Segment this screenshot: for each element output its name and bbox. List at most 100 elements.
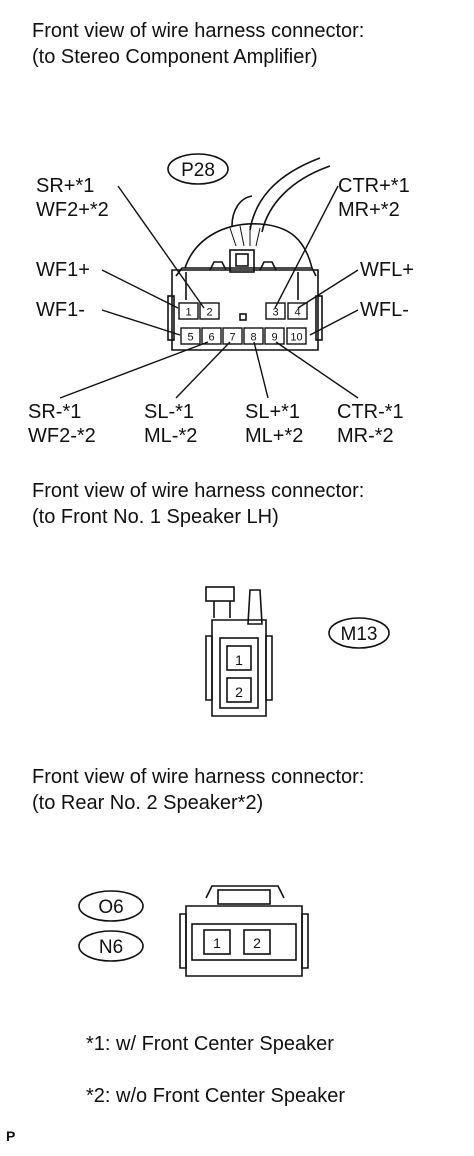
label-wfl-plus: WFL+ — [360, 259, 414, 281]
m13-side-right — [265, 635, 273, 701]
p28-pin-label: 4 — [294, 307, 300, 319]
label-ml-minus: ML-*2 — [144, 425, 198, 447]
p28-cell-1 — [178, 302, 199, 320]
leader-sl-plus — [253, 341, 269, 399]
label-ctr-plus: CTR+*1 — [338, 175, 410, 197]
p28-wire-loop — [184, 223, 313, 269]
m13-lock-tab — [205, 586, 235, 602]
note-2: *2: w/o Front Center Speaker — [86, 1085, 346, 1107]
label-ctr-minus: CTR-*1 — [337, 401, 404, 423]
p28-wire-strands — [229, 225, 261, 247]
connector-p28 — [167, 153, 331, 351]
section2-heading-line2: (to Front No. 1 Speaker LH) — [32, 506, 279, 528]
leader-wfl-minus — [309, 309, 359, 336]
leader-sr-plus — [117, 185, 205, 309]
leader-ctr-minus — [275, 341, 359, 399]
label-wfl-minus: WFL- — [360, 299, 409, 321]
p28-side-tab-left — [167, 295, 175, 341]
leader-wf1-plus — [101, 269, 179, 309]
o6-cell-2 — [243, 929, 271, 955]
o6-id: O6 — [98, 897, 123, 918]
p28-housing — [171, 269, 319, 351]
label-wf2-minus: WF2-*2 — [28, 425, 96, 447]
p28-cell-2 — [199, 302, 220, 320]
section1-heading-line1: Front view of wire harness connector: — [32, 20, 365, 42]
section3-heading-line2: (to Rear No. 2 Speaker*2) — [32, 792, 264, 814]
p28-cell-7 — [222, 327, 243, 345]
p28-key — [209, 261, 227, 271]
o6-face — [191, 923, 297, 961]
label-mr-plus: MR+*2 — [338, 199, 400, 221]
p28-pin-label: 8 — [250, 332, 256, 344]
p28-terminal-grid: 1 2 3 4 5 6 7 8 9 10 — [178, 302, 308, 345]
section1-heading-line2: (to Stereo Component Amplifier) — [32, 46, 318, 68]
p28-center-mark — [239, 313, 247, 321]
p28-cell-5 — [180, 327, 201, 345]
label-sr-minus: SR-*1 — [28, 401, 82, 423]
p28-callout — [167, 153, 229, 185]
p28-key — [259, 261, 277, 271]
p28-side-tab-right — [315, 295, 323, 341]
p28-cell-10 — [286, 327, 307, 345]
o6-pin-1: 1 — [213, 935, 221, 951]
m13-pin-2: 2 — [235, 684, 243, 700]
leader-sl-minus — [175, 341, 231, 399]
leader-ctr-plus — [274, 185, 339, 309]
p28-cell-4 — [287, 302, 308, 320]
p28-pin-label: 10 — [290, 332, 302, 344]
p28-lock-window — [235, 253, 249, 267]
p28-pin-label: 1 — [185, 307, 191, 319]
p28-pin-label: 2 — [206, 307, 212, 319]
p28-lock — [229, 249, 255, 273]
connector-m13 — [205, 586, 390, 717]
p28-cell-3 — [265, 302, 286, 320]
section3-heading-line1: Front view of wire harness connector: — [32, 766, 365, 788]
leader-sr-minus — [59, 341, 209, 399]
section2-heading-line1: Front view of wire harness connector: — [32, 480, 365, 502]
p28-inner-walls — [185, 272, 299, 300]
m13-face — [219, 637, 259, 709]
label-sr-plus: SR+*1 — [36, 175, 95, 197]
o6-lock-top — [205, 885, 285, 899]
o6-callout — [78, 890, 144, 922]
o6-lock — [217, 889, 271, 905]
m13-side-left — [205, 635, 213, 701]
o6-pin-2: 2 — [253, 935, 261, 951]
p28-pin-label: 5 — [187, 332, 193, 344]
p28-wire — [249, 157, 321, 231]
p28-pin-label: 7 — [229, 332, 235, 344]
m13-pin-1: 1 — [235, 652, 243, 668]
label-ml-plus: ML+*2 — [245, 425, 304, 447]
o6-side-right — [301, 913, 309, 969]
m13-rib — [247, 589, 263, 625]
m13-id: M13 — [341, 624, 378, 645]
p28-pin-label: 9 — [271, 332, 277, 344]
p28-id: P28 — [181, 160, 215, 181]
label-mr-minus: MR-*2 — [337, 425, 394, 447]
leader-wfl-plus — [297, 269, 359, 309]
p28-wire — [231, 195, 253, 227]
m13-callout — [328, 617, 390, 649]
p28-pin-label: 3 — [272, 307, 278, 319]
connector-o6-n6 — [78, 885, 309, 977]
p28-cell-8 — [243, 327, 264, 345]
p28-wire — [261, 165, 331, 233]
o6-cell-1 — [203, 929, 231, 955]
m13-cell-2 — [226, 677, 252, 703]
note-1: *1: w/ Front Center Speaker — [86, 1033, 334, 1055]
label-wf1-minus: WF1- — [36, 299, 85, 321]
m13-cell-1 — [226, 645, 252, 671]
n6-callout — [78, 930, 144, 962]
label-sl-plus: SL+*1 — [245, 401, 301, 423]
p28-pin-label: 6 — [208, 332, 214, 344]
leader-wf1-minus — [101, 309, 181, 336]
o6-side-left — [179, 913, 187, 969]
p28-leaders — [59, 185, 359, 399]
label-wf2-plus: WF2+*2 — [36, 199, 109, 221]
label-sl-minus: SL-*1 — [144, 401, 195, 423]
p28-cell-6 — [201, 327, 222, 345]
n6-id: N6 — [99, 937, 123, 958]
p28-cell-9 — [264, 327, 285, 345]
label-wf1-plus: WF1+ — [36, 259, 90, 281]
